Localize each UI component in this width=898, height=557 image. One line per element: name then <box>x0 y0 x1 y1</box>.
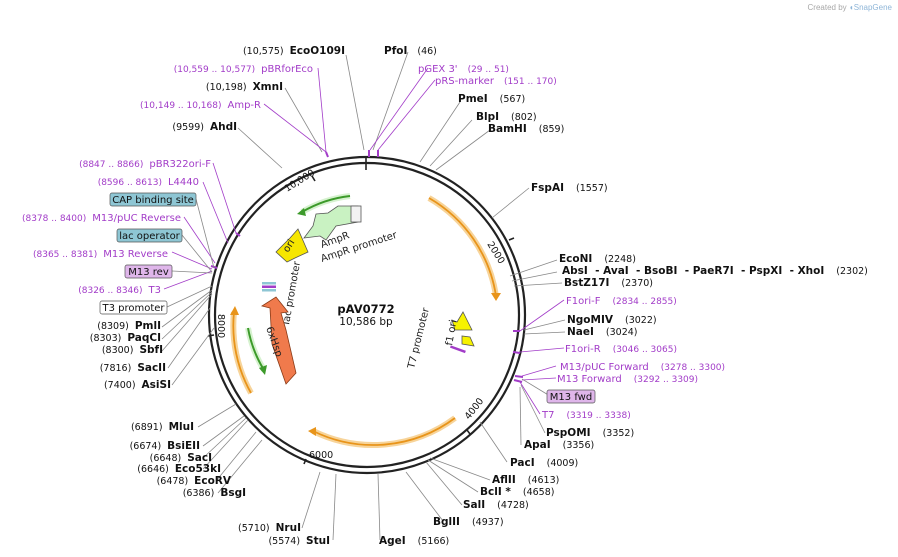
primer-t3: (8326 .. 8346)T3 <box>78 285 161 296</box>
site-saci: (6648)SacI <box>150 452 212 464</box>
site-stui: (5574)StuI <box>268 535 330 547</box>
backbone-inner <box>213 161 521 469</box>
plasmid-name: pAV0772 <box>337 302 394 316</box>
primer-leaders <box>163 67 565 415</box>
restriction-sites: (10,575)EcoO109I PfoI(46) (10,198)XmnI P… <box>90 45 868 547</box>
primer-l4440: (8596 .. 8613)L4440 <box>98 177 199 188</box>
m13-rev-box: M13 rev <box>124 264 173 279</box>
gene-feature <box>261 296 297 385</box>
primer-t7: T7(3319 .. 3338) <box>541 410 631 421</box>
t3-promoter-box: T3 promoter <box>99 300 168 315</box>
site-econi: EcoNI(2248) <box>559 253 636 265</box>
site-ecoo109i: (10,575)EcoO109I <box>243 45 345 57</box>
site-pmli: (8309)PmlI <box>97 320 161 332</box>
backbone-ticks <box>207 157 515 465</box>
f1-ori-label: f1 ori <box>444 319 459 347</box>
primer-amp-r: (10,149 .. 10,168)Amp-R <box>140 100 261 111</box>
svg-text:M13 fwd: M13 fwd <box>550 392 592 403</box>
primer-markers <box>210 150 524 383</box>
primer-pbr322ori-f: (8847 .. 8866)pBR322ori-F <box>79 159 211 170</box>
primer-m13-puc-forward: M13/pUC Forward(3278 .. 3300) <box>560 362 725 373</box>
site-aflii: AflII(4613) <box>492 474 559 486</box>
site-asisi: (7400)AsiSI <box>104 379 171 391</box>
site-leaders <box>161 51 566 541</box>
primer-prs-marker: pRS-marker(151 .. 170) <box>435 76 557 87</box>
site-sbfi: (8300)SbfI <box>102 344 163 356</box>
plasmid-size: 10,586 bp <box>339 316 393 328</box>
site-sali: SalI(4728) <box>463 499 529 511</box>
svg-text:M13 rev: M13 rev <box>128 267 169 278</box>
site-bamhi: BamHI(859) <box>488 123 564 135</box>
primer-labels: (10,559 .. 10,577)pBRforEco pGEX 3'(29 .… <box>22 64 725 421</box>
snapgene-credit: Created by ◖SnapGene <box>808 3 892 12</box>
snapgene-logo-icon: ◖ <box>848 3 854 12</box>
site-xmni: (10,198)XmnI <box>206 81 283 93</box>
site-bsieii: (6674)BsiEII <box>130 440 200 452</box>
site-paci: PacI(4009) <box>510 457 578 469</box>
svg-text:CAP binding site: CAP binding site <box>112 195 194 206</box>
site-bstz17i: BstZ17I(2370) <box>564 277 653 289</box>
m13-fwd-box: M13 fwd <box>546 389 596 404</box>
credit-prefix: Created by <box>807 3 847 12</box>
lac-operator-box: lac operator <box>116 228 183 243</box>
cap-binding-site-box: CAP binding site <box>109 192 197 207</box>
site-ahdi: (9599)AhdI <box>172 121 237 133</box>
primer-m13-forward: M13 Forward(3292 .. 3309) <box>557 374 698 385</box>
site-pmei: PmeI(567) <box>458 93 525 105</box>
site-agei: AgeI(5166) <box>379 535 449 547</box>
site-mlui: (6891)MluI <box>131 421 194 433</box>
lac-elements <box>262 282 276 292</box>
site-bsgi: (6386)BsgI <box>183 487 246 499</box>
site-paqci: (8303)PaqCI <box>90 332 161 344</box>
orf-arcs <box>230 195 501 448</box>
ampr-feature <box>303 205 362 241</box>
ori-feature <box>275 228 309 263</box>
lac-promoter-label: lac promoter <box>281 260 303 326</box>
svg-text:T3 promoter: T3 promoter <box>101 303 165 314</box>
backbone-outer <box>207 155 527 475</box>
primer-f1ori-f: F1ori-F(2834 .. 2855) <box>566 296 677 307</box>
primer-pgex3: pGEX 3'(29 .. 51) <box>418 64 509 75</box>
site-apai: ApaI(3356) <box>524 439 594 451</box>
site-bglii: BglII(4937) <box>433 516 504 528</box>
box-leaders <box>166 198 551 397</box>
primer-m13-puc-reverse: (8378 .. 8400)M13/pUC Reverse <box>22 213 181 224</box>
green-arrows <box>245 193 351 375</box>
site-pfoi: PfoI(46) <box>384 45 437 57</box>
tick-label-8000: 8000 <box>215 314 226 338</box>
primer-f1ori-r: F1ori-R(3046 .. 3065) <box>565 344 677 355</box>
site-eco53ki: (6646)Eco53kI <box>137 463 221 475</box>
tick-label-6000: 6000 <box>309 450 333 461</box>
primer-pbrforeco: (10,559 .. 10,577)pBRforEco <box>174 64 313 75</box>
primer-m13-reverse: (8365 .. 8381)M13 Reverse <box>33 249 168 260</box>
site-ecorv: (6478)EcoRV <box>157 475 232 487</box>
t7-promoter-label: T7 promoter <box>406 306 432 371</box>
site-ngomiv: NgoMIV(3022) <box>567 314 657 326</box>
tick-label-4000: 4000 <box>463 396 487 422</box>
svg-text:lac operator: lac operator <box>119 231 180 242</box>
site-xhoi-group: AbsI - AvaI - BsoBI - PaeR7I - PspXI - X… <box>562 265 868 277</box>
site-sacii: (7816)SacII <box>100 362 166 374</box>
site-nrui: (5710)NruI <box>238 522 301 534</box>
boxed-labels: CAP binding site lac operator M13 rev T3… <box>99 192 596 404</box>
site-pspomi: PspOMI(3352) <box>546 427 634 439</box>
credit-brand: SnapGene <box>853 3 892 12</box>
site-bcli: BclI *(4658) <box>480 486 554 498</box>
f1-ori-feature <box>449 311 475 354</box>
site-naei: NaeI(3024) <box>567 326 638 338</box>
site-fspai: FspAI(1557) <box>531 182 608 194</box>
site-blpi: BlpI(802) <box>476 111 537 123</box>
